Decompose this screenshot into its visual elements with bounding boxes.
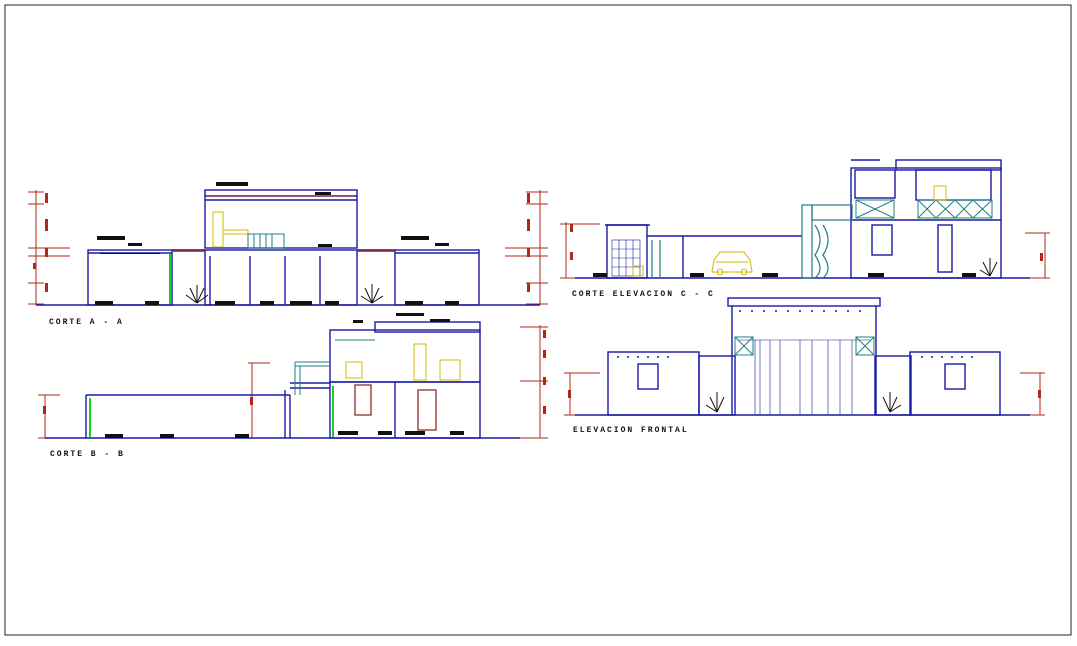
section-a-title: CORTE A - A: [49, 318, 124, 327]
sheet-border: [4, 4, 1072, 636]
section-b-drawing: [38, 313, 548, 439]
section-a-right-dimension: [505, 190, 548, 305]
front-elevation-drawing: [564, 297, 1045, 416]
front-elevation-title: ELEVACION FRONTAL: [573, 426, 689, 435]
section-b-title: CORTE B - B: [50, 450, 125, 459]
section-a-drawing: [28, 182, 548, 306]
section-a-left-dimension: [28, 190, 70, 305]
plant-icon: [705, 392, 902, 413]
section-c-title: CORTE ELEVACION C - C: [572, 290, 715, 299]
plant-icon: [185, 284, 384, 304]
section-c-drawing: [560, 159, 1050, 279]
plant-icon: [979, 258, 998, 277]
car-icon: [711, 251, 753, 276]
